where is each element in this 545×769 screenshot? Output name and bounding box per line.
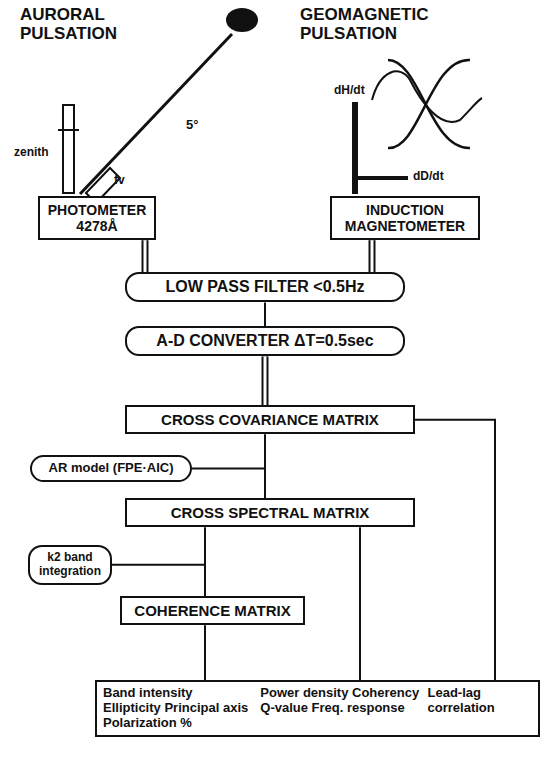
annotation-label: dD/dt (413, 170, 444, 183)
box-label: LOW PASS FILTER <0.5Hz (133, 278, 397, 296)
process-box: INDUCTION MAGNETOMETER (330, 196, 480, 240)
connector-line (264, 302, 266, 326)
double-line-gap (264, 356, 267, 405)
box-label: AR model (FPE·AIC) (38, 461, 184, 476)
rounded-box: AR model (FPE·AIC) (30, 455, 192, 482)
wave (372, 71, 482, 122)
tilted-tube (80, 34, 232, 194)
connector-line (112, 565, 205, 596)
box-label: PHOTOMETER 4278Å (46, 202, 148, 234)
connector-line (142, 240, 149, 272)
connector-line (192, 468, 265, 498)
process-box: CROSS COVARIANCE MATRIX (125, 405, 415, 434)
annotation-label: fv (114, 174, 125, 187)
rounded-box: A-D CONVERTER ΔT=0.5sec (125, 326, 405, 356)
section-heading: AURORAL PULSATION (20, 6, 120, 43)
connector (360, 527, 361, 680)
annotation-label: 5° (186, 118, 198, 132)
wave (388, 60, 470, 148)
rounded-box: k2 band integration (28, 545, 112, 585)
coil (352, 102, 358, 194)
box-label: CROSS SPECTRAL MATRIX (133, 504, 407, 521)
process-box: COHERENCE MATRIX (120, 596, 305, 625)
connector (145, 240, 146, 272)
connector (265, 302, 266, 326)
box-label: INDUCTION MAGNETOMETER (338, 202, 472, 234)
connector-line (369, 240, 376, 272)
connector (372, 240, 373, 272)
zenith-tube (63, 105, 74, 193)
section-heading: GEOMAGNETIC PULSATION (300, 6, 430, 43)
annotation-label: zenith (14, 146, 49, 159)
connector (415, 420, 495, 680)
box-label: Band intensity Ellipticity Principal axi… (103, 686, 252, 731)
box-label: k2 band integration (36, 551, 104, 579)
double-line-gap (144, 240, 147, 272)
tube-ring (58, 129, 79, 131)
double-line-gap (371, 240, 374, 272)
box-label: Power density Coherency Q-value Freq. re… (260, 686, 419, 731)
connector (265, 356, 266, 405)
rounded-box: LOW PASS FILTER <0.5Hz (125, 272, 405, 302)
box-label: CROSS COVARIANCE MATRIX (133, 411, 407, 428)
process-box: Band intensity Ellipticity Principal axi… (95, 680, 540, 737)
connector (112, 565, 205, 596)
process-box: PHOTOMETER 4278Å (38, 196, 156, 240)
process-box: CROSS SPECTRAL MATRIX (125, 498, 415, 527)
box-label: A-D CONVERTER ΔT=0.5sec (133, 332, 397, 350)
aurora-blob (226, 8, 258, 32)
connector-line (204, 625, 206, 680)
connector (205, 625, 206, 680)
box-label: COHERENCE MATRIX (128, 602, 297, 619)
annotation-label: dH/dt (334, 84, 365, 97)
box-label: Lead-lag correlation (428, 686, 533, 731)
coil-arm (355, 176, 408, 180)
connector-line (262, 356, 269, 405)
connector-line (359, 527, 361, 680)
wave (388, 60, 470, 148)
connector-line (415, 420, 495, 680)
connector (192, 468, 265, 498)
